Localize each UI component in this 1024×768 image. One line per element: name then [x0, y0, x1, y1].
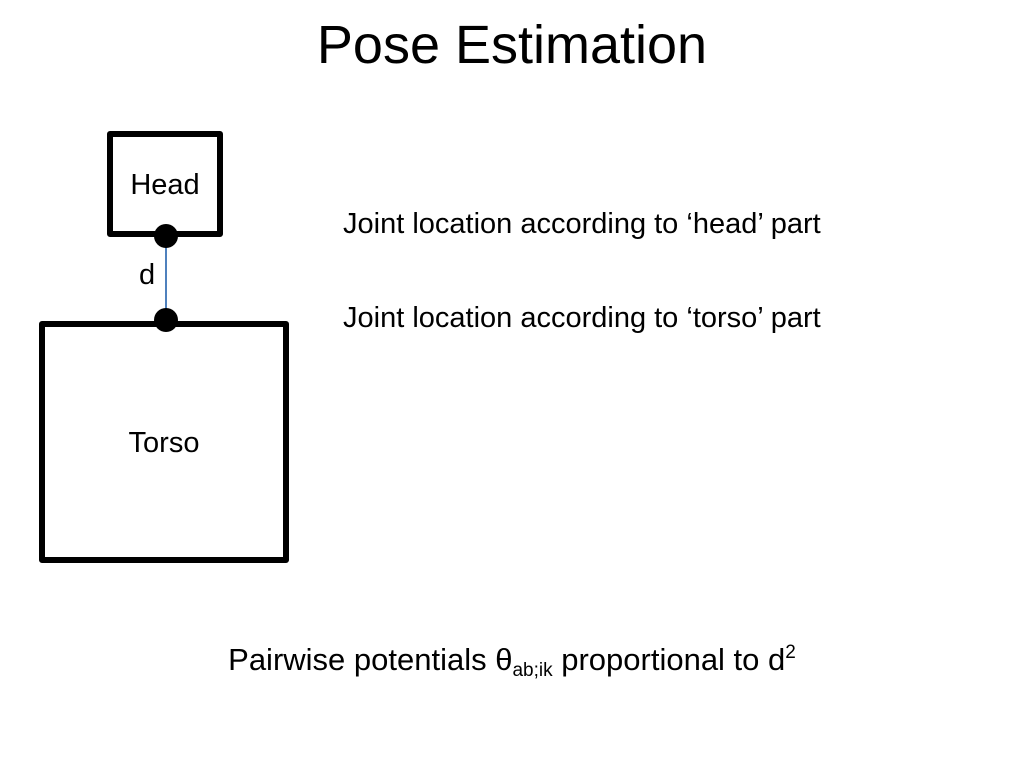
slide-title: Pose Estimation — [316, 15, 708, 75]
caption-subscript: ab;ik — [512, 660, 553, 681]
head-joint-dot — [154, 224, 178, 248]
distance-label: d — [139, 259, 156, 291]
torso-joint-dot — [154, 308, 178, 332]
pairwise-potential-caption: Pairwise potentials θab;ik proportional … — [0, 640, 1024, 680]
caption-superscript: 2 — [785, 642, 796, 663]
head-label: Head — [130, 169, 200, 201]
torso-label: Torso — [128, 427, 200, 459]
head-joint-annotation: Joint location according to ‘head’ part — [343, 208, 821, 240]
caption-middle: proportional to d — [552, 642, 786, 677]
torso-joint-annotation: Joint location according to ‘torso’ part — [343, 302, 821, 334]
caption-prefix: Pairwise potentials θ — [228, 642, 513, 677]
